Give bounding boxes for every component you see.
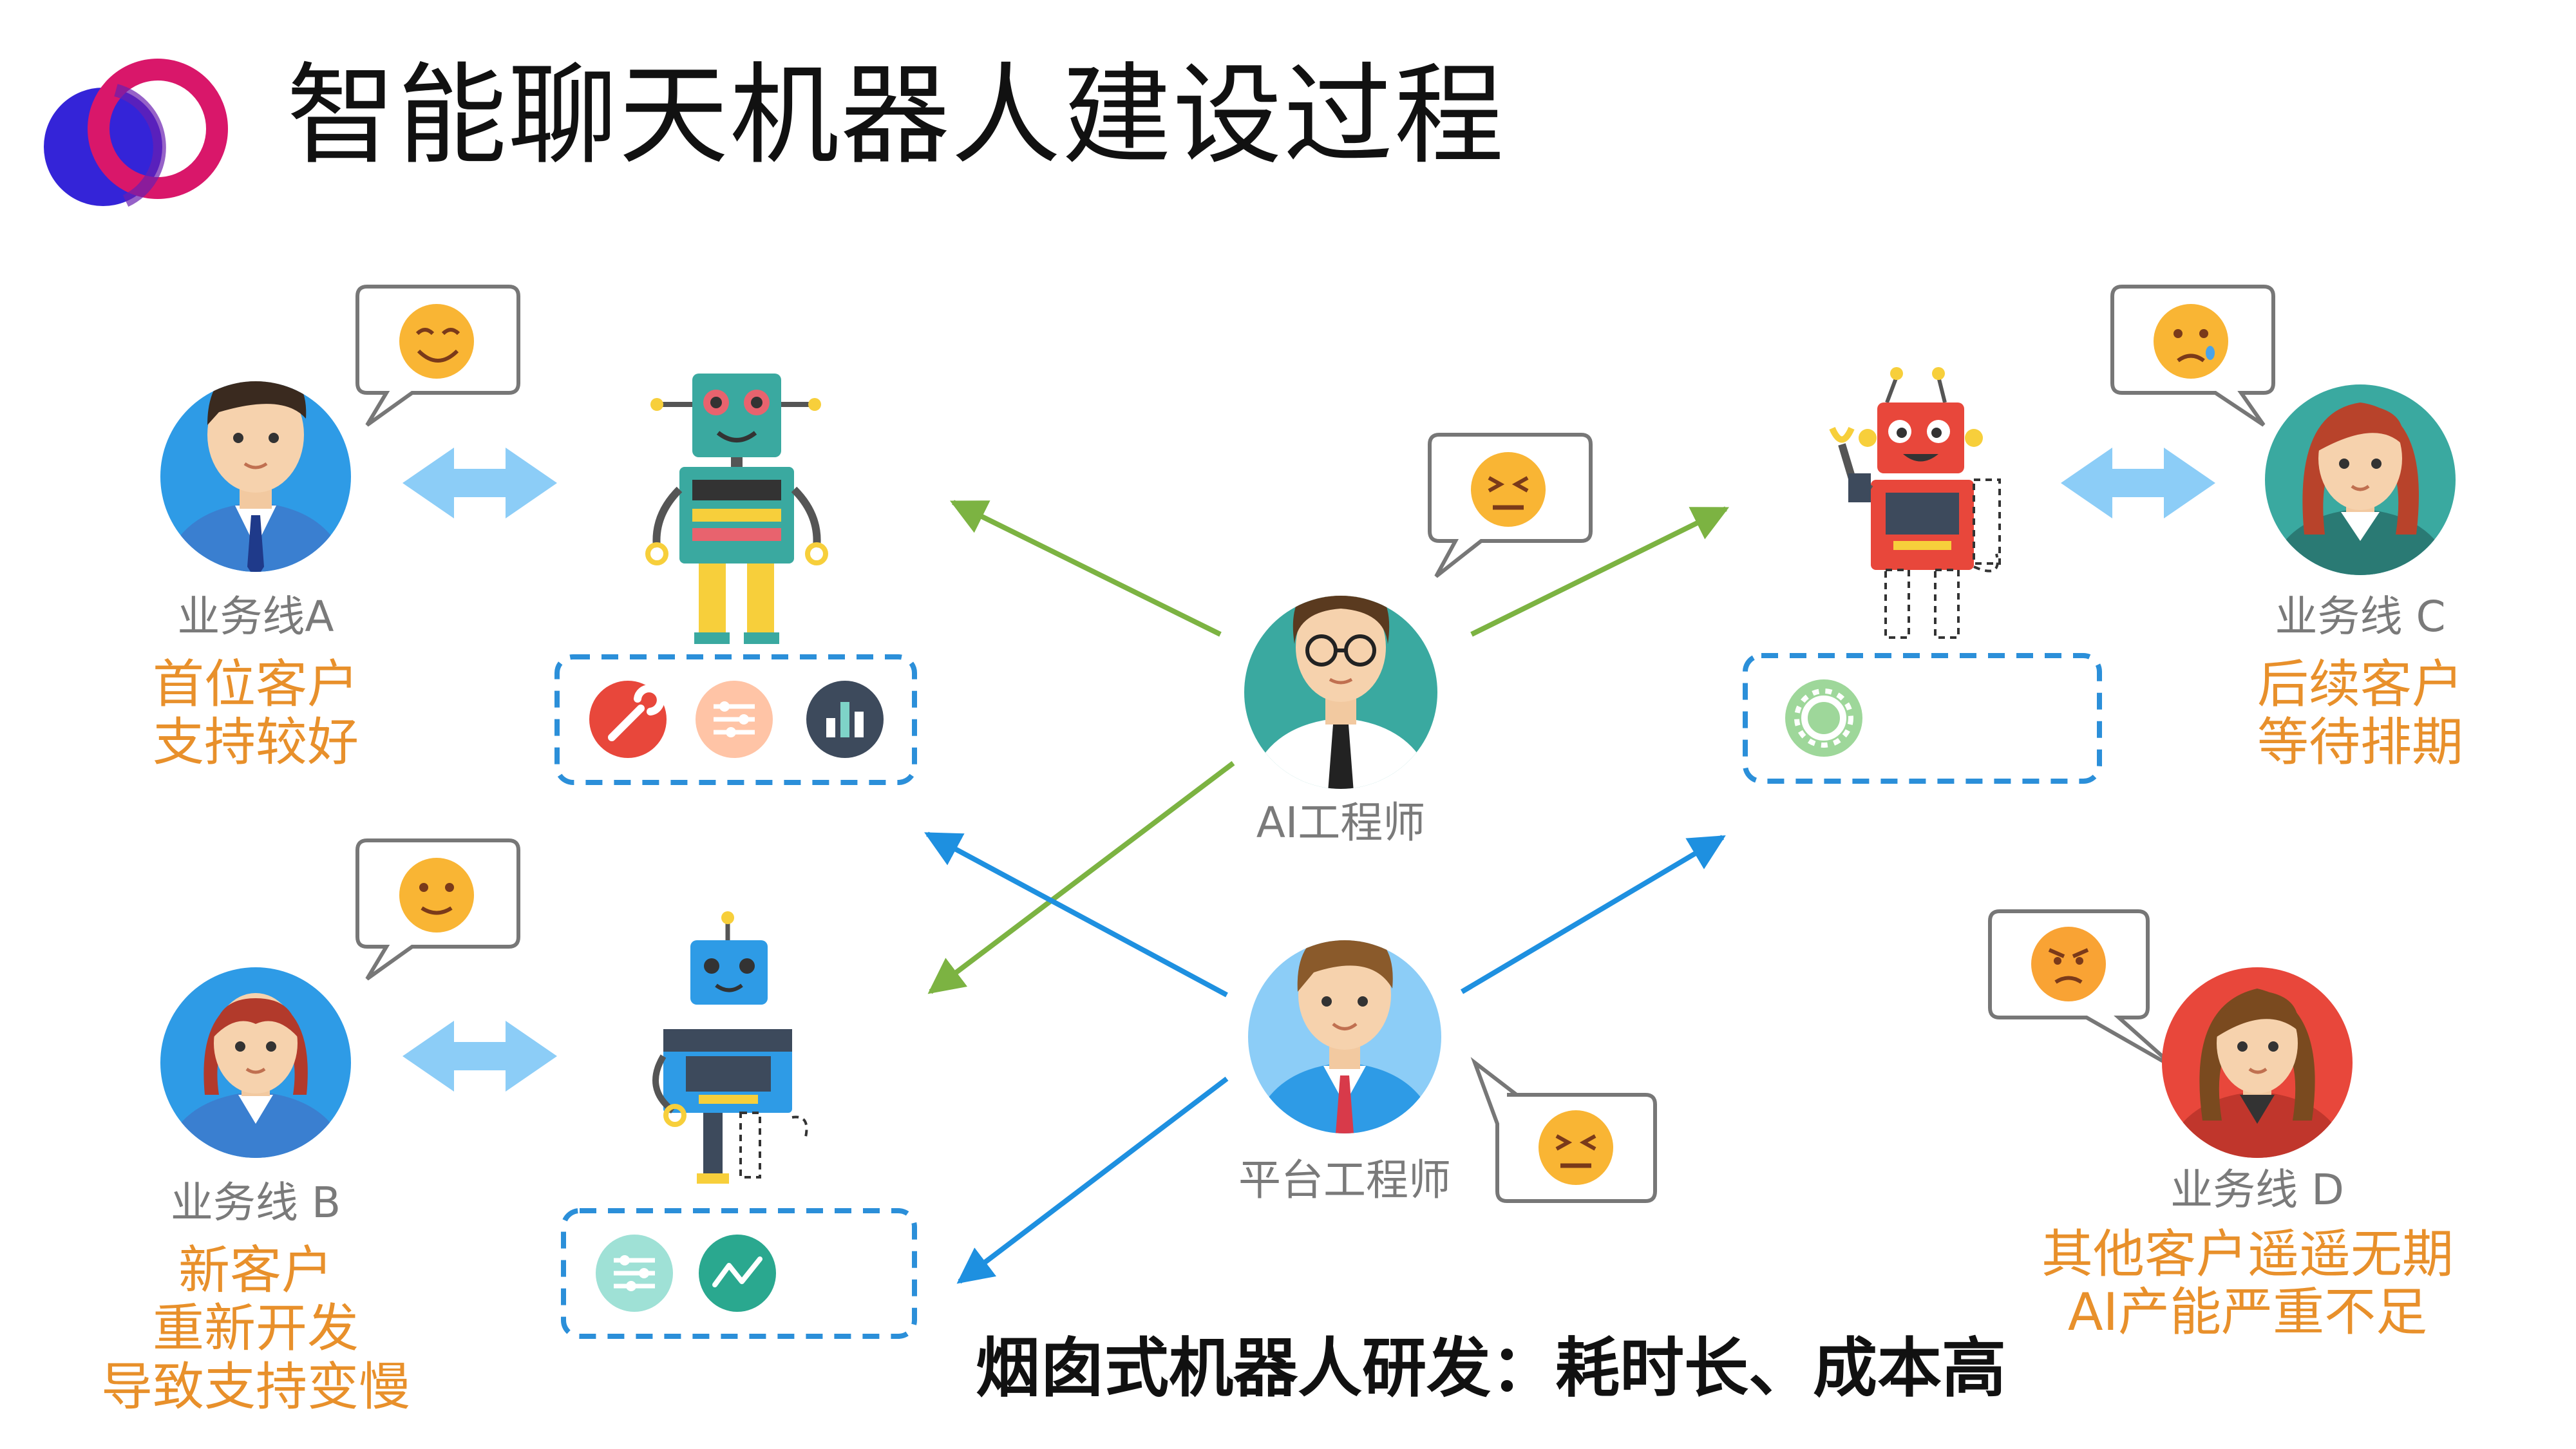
customer-d-name: 业务线 D <box>2170 1165 2344 1215</box>
customer-c-avatar <box>2265 384 2456 575</box>
robot-a-icon <box>645 374 828 644</box>
green-arrows <box>927 500 1730 994</box>
page-title: 智能聊天机器人建设过程 <box>287 52 1506 180</box>
neutral-emoji-icon <box>399 858 474 933</box>
status-line: 首位客户 <box>153 654 359 714</box>
speech-bubble-c <box>2110 285 2275 427</box>
ai-engineer-avatar <box>1244 596 1437 789</box>
status-line: AI产能严重不足 <box>2067 1282 2428 1343</box>
bar-chart-icon <box>806 681 884 758</box>
double-arrow-c <box>2061 448 2215 518</box>
customer-d-avatar <box>2162 967 2353 1158</box>
module-box-c <box>1743 653 2102 784</box>
sad-emoji-icon <box>2154 304 2228 379</box>
customer-c-status: 后续客户 等待排期 <box>2257 654 2463 773</box>
customer-a-status: 首位客户 支持较好 <box>153 654 359 773</box>
status-line: 后续客户 <box>2257 654 2463 714</box>
sliders-icon <box>596 1235 673 1312</box>
customer-b-name: 业务线 B <box>170 1178 341 1227</box>
tired-emoji-icon <box>1539 1110 1613 1185</box>
customer-b-avatar <box>160 967 351 1158</box>
customer-a-avatar <box>160 381 351 572</box>
customer-a-name: 业务线A <box>177 592 334 641</box>
status-line: 其他客户遥遥无期 <box>2041 1224 2454 1284</box>
customer-d-status: 其他客户遥遥无期 AI产能严重不足 <box>2041 1224 2454 1343</box>
angry-emoji-icon <box>2031 927 2106 1001</box>
tired-emoji-icon <box>1471 452 1546 527</box>
double-arrow-b <box>402 1021 557 1092</box>
status-line: 导致支持变慢 <box>101 1356 410 1417</box>
line-chart-icon <box>699 1235 776 1312</box>
platform-engineer-label: 平台工程师 <box>1238 1155 1451 1205</box>
status-line: 重新开发 <box>153 1298 359 1359</box>
customer-c-name: 业务线 C <box>2275 592 2446 641</box>
speech-bubble-b <box>355 838 520 981</box>
footer-summary: 烟囱式机器人研发：耗时长、成本高 <box>976 1331 2006 1406</box>
module-box-b <box>561 1208 917 1339</box>
module-box-a <box>554 654 917 785</box>
status-line: 支持较好 <box>153 712 359 773</box>
smile-emoji-icon <box>399 304 474 379</box>
speech-bubble-ai <box>1428 433 1593 578</box>
speech-bubble-d <box>1988 909 2178 1071</box>
gear-icon <box>1785 679 1862 757</box>
customer-b-status: 新客户 重新开发 导致支持变慢 <box>101 1240 410 1417</box>
sliders-icon <box>696 681 773 758</box>
platform-engineer-avatar <box>1248 940 1441 1133</box>
status-line: 等待排期 <box>2257 712 2463 773</box>
wrench-icon <box>589 681 667 758</box>
double-arrow-a <box>402 448 557 518</box>
speech-bubble-a <box>355 285 520 427</box>
speech-bubble-platform <box>1470 1057 1657 1203</box>
logo-icon <box>44 59 228 207</box>
status-line: 新客户 <box>178 1240 333 1300</box>
robot-c-icon <box>1829 367 2001 639</box>
robot-b-icon <box>652 911 808 1184</box>
blue-arrows <box>924 831 1726 1284</box>
ai-engineer-label: AI工程师 <box>1256 798 1426 848</box>
